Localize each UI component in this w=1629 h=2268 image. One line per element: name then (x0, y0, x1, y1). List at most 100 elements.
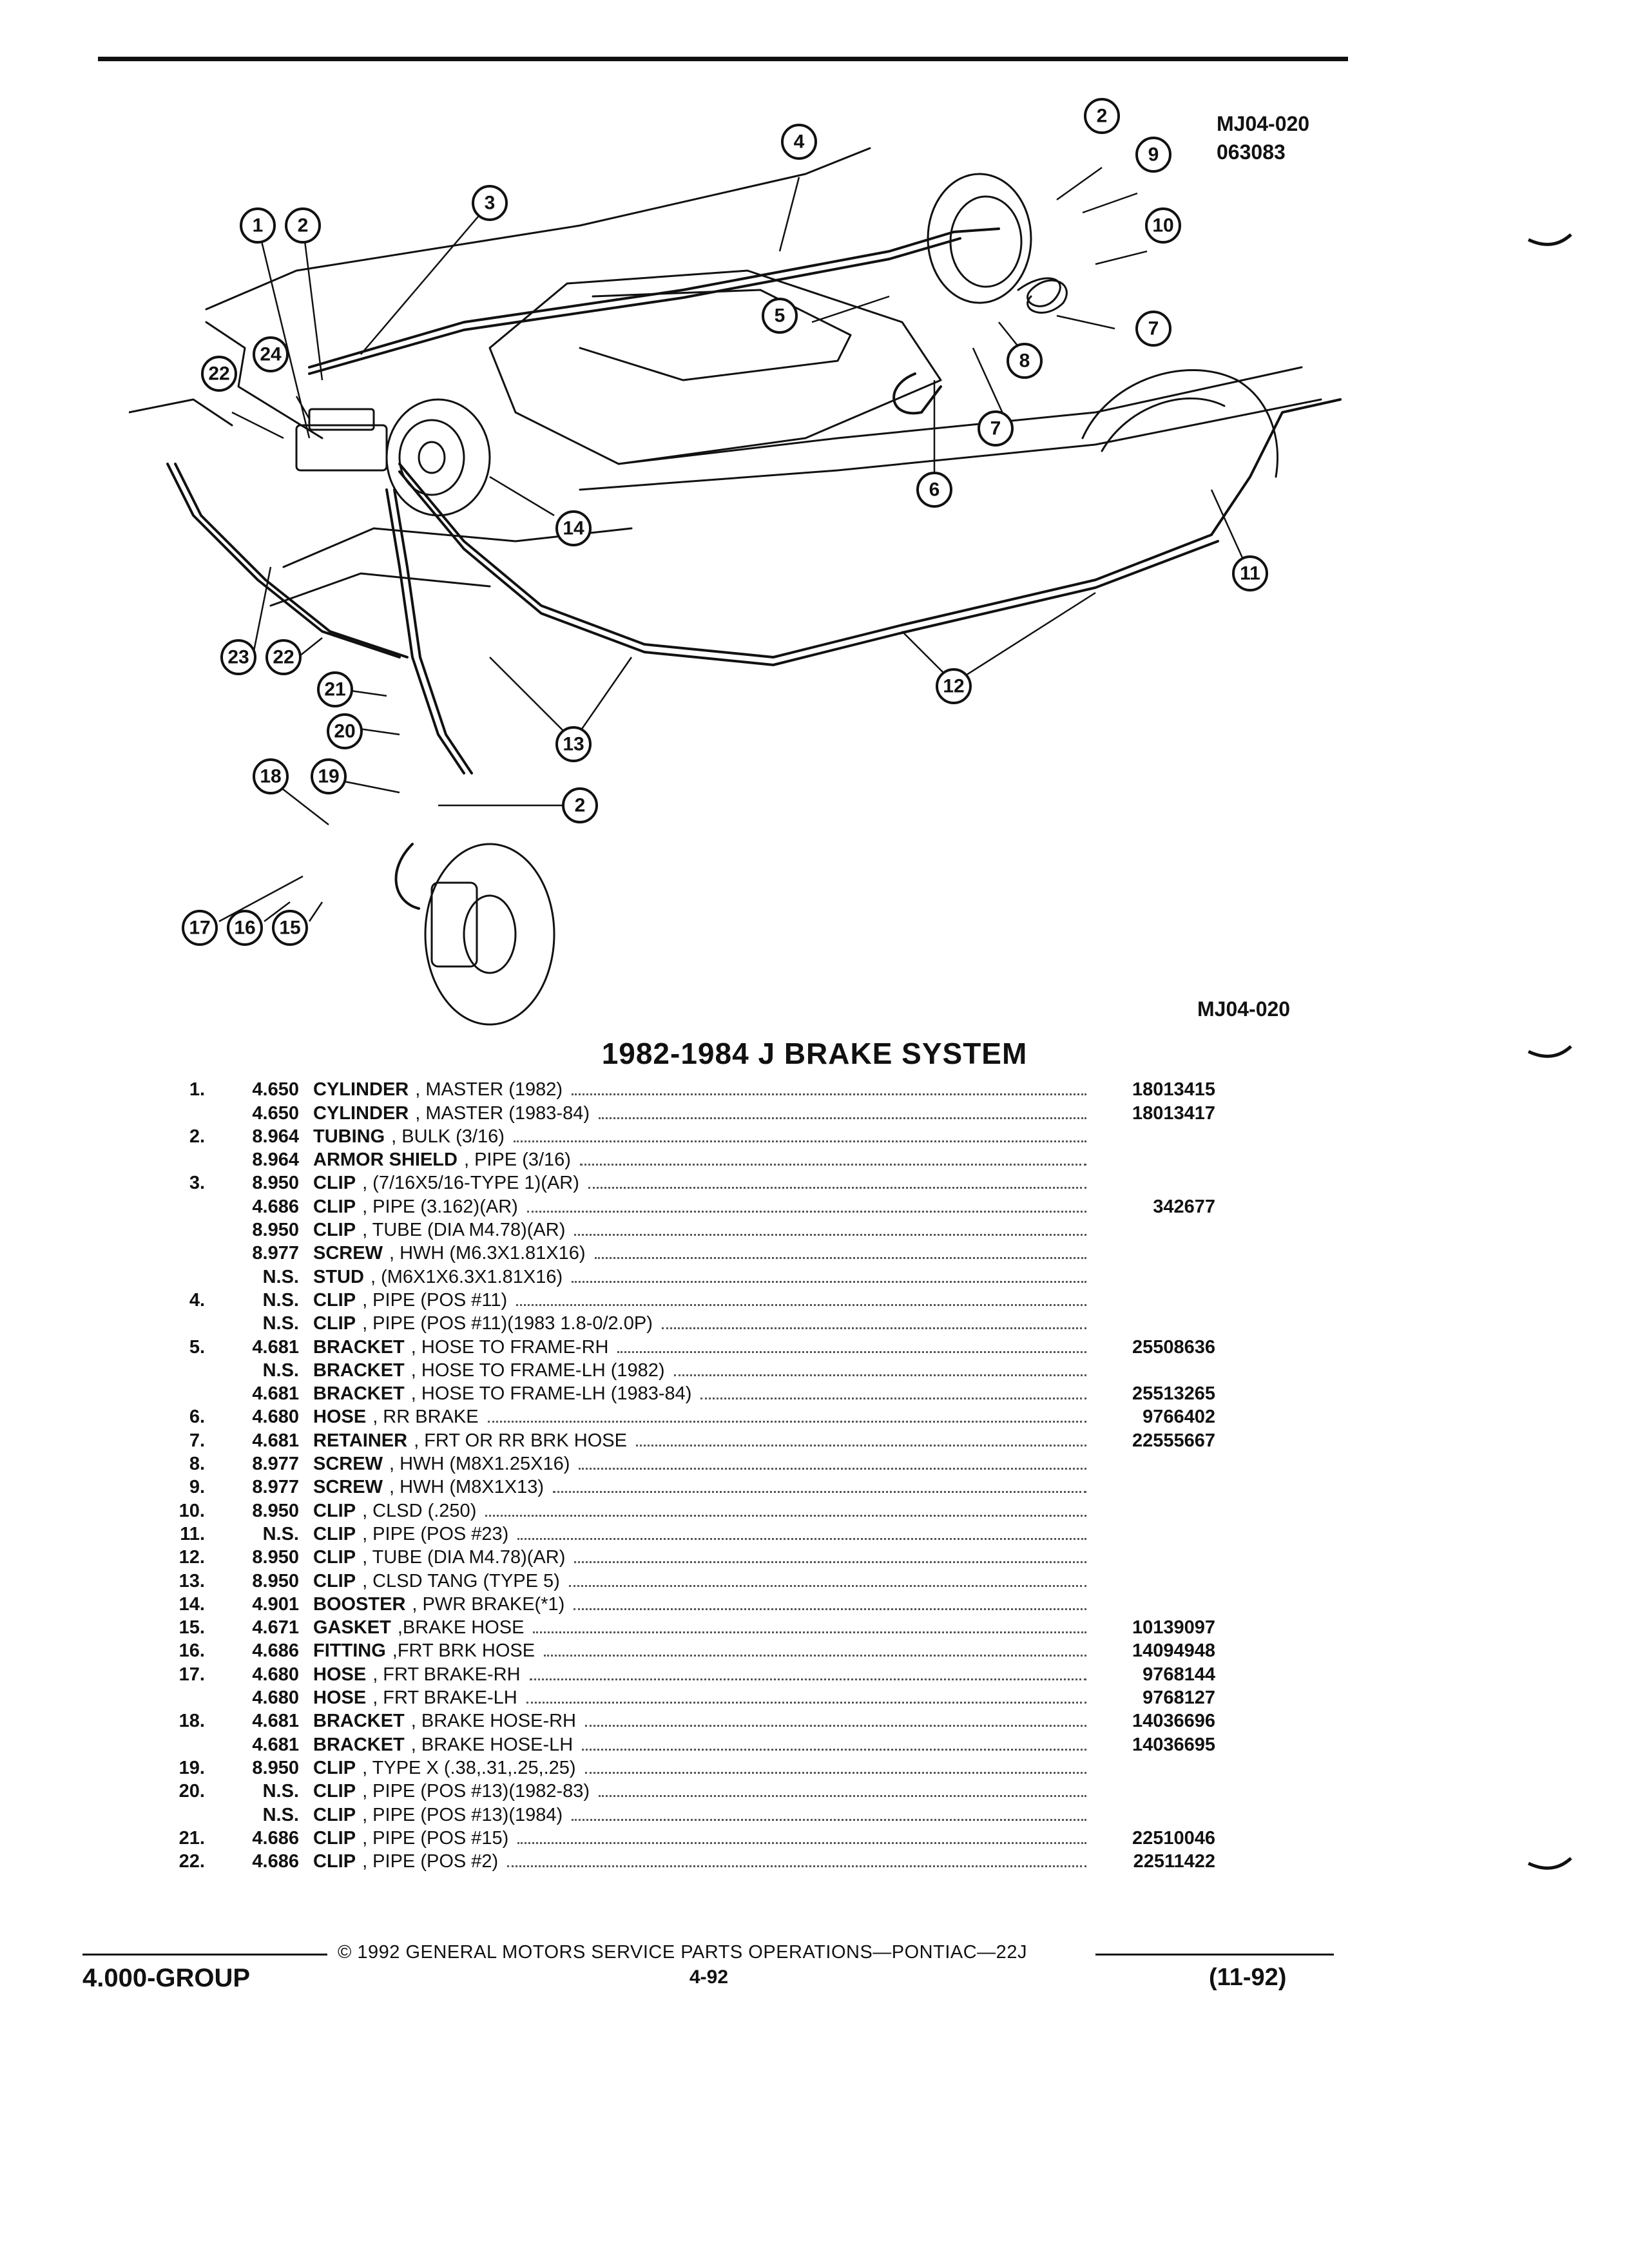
item-name: RETAINER (313, 1430, 408, 1451)
page-ref: 4.901 (252, 1593, 299, 1615)
part-number: 14094948 (1132, 1640, 1215, 1662)
leader-dots (544, 1655, 1086, 1657)
page-ref: 4.686 (252, 1851, 299, 1872)
item-desc: ,BRAKE HOSE (397, 1617, 525, 1639)
part-number: 22510046 (1132, 1827, 1215, 1849)
item-desc: , HOSE TO FRAME-RH (410, 1336, 609, 1358)
item-name: BRACKET (313, 1360, 405, 1381)
item-description: CLIP, PIPE (3.162)(AR) (299, 1196, 1093, 1218)
page-ref: 8.964 (252, 1149, 299, 1171)
page-ref: 8.950 (252, 1173, 299, 1194)
item-name: CYLINDER (313, 1102, 409, 1124)
item-desc: , RR BRAKE (372, 1407, 479, 1428)
item-desc: , PIPE (POS #11) (362, 1289, 508, 1311)
leader-dots (584, 1771, 1086, 1774)
callout: 22 (208, 363, 229, 385)
item-index: 7. (189, 1430, 205, 1451)
item-desc: , PIPE (POS #11)(1983 1.8-0/2.0P) (362, 1313, 653, 1334)
page-ref: N.S. (262, 1289, 299, 1311)
callout: 2 (1097, 106, 1108, 127)
leader-dots (572, 1093, 1086, 1096)
item-name: CLIP (313, 1547, 356, 1568)
item-name: BRACKET (313, 1336, 405, 1358)
callout: 13 (563, 734, 584, 755)
leader-dots (599, 1117, 1086, 1119)
leader-dots (574, 1608, 1086, 1610)
item-name: CYLINDER (313, 1079, 409, 1100)
callout: 22 (273, 647, 294, 668)
diagram-code-block: MJ04-020 063083 (1217, 110, 1309, 166)
item-desc: , PIPE (POS #13)(1984) (362, 1804, 563, 1825)
page-ref: 8.950 (252, 1570, 299, 1591)
page-ref: 4.681 (252, 1336, 299, 1358)
page-ref: 4.650 (252, 1079, 299, 1100)
page-ref: N.S. (262, 1266, 299, 1287)
callout: 24 (260, 344, 282, 365)
item-description: SCREW, HWH (M6.3X1.81X16) (299, 1242, 1093, 1264)
page-ref: 4.681 (252, 1430, 299, 1451)
brake-line (398, 470, 1219, 666)
item-index: 5. (189, 1336, 205, 1358)
page-ref: 4.686 (252, 1640, 299, 1662)
rear-wheel-arch-inner (1101, 397, 1226, 452)
callout: 23 (227, 647, 249, 668)
leader-dots (594, 1257, 1086, 1260)
item-description: BRACKET, HOSE TO FRAME-LH (1982) (299, 1360, 1093, 1381)
item-name: STUD (313, 1266, 364, 1287)
rear-wheel-arch (1081, 369, 1278, 478)
leader-dots (572, 1280, 1086, 1283)
callout: 5 (775, 305, 786, 327)
diagram-code-bottom: MJ04-020 (1197, 997, 1291, 1021)
item-desc: , PIPE (POS #2) (362, 1851, 499, 1872)
leader-dots (579, 1164, 1086, 1166)
leader-dots (507, 1865, 1086, 1868)
item-name: BRACKET (313, 1383, 405, 1405)
item-description: SCREW, HWH (M8X1X13) (299, 1476, 1093, 1498)
item-desc: , HWH (M8X1.25X16) (389, 1454, 570, 1475)
leader-dots (533, 1631, 1086, 1634)
item-description: CLIP, PIPE (POS #15) (299, 1827, 1093, 1849)
diagram-date-code: 063083 (1217, 140, 1286, 164)
item-name: CLIP (313, 1289, 356, 1311)
item-index: 6. (189, 1407, 205, 1428)
item-desc: , PIPE (3.162)(AR) (362, 1196, 518, 1217)
footer-group: 4.000-GROUP (82, 1964, 251, 1992)
item-desc: , PIPE (3/16) (463, 1149, 571, 1171)
callout: 2 (298, 215, 309, 236)
item-name: CLIP (313, 1570, 356, 1591)
item-name: SCREW (313, 1454, 383, 1475)
master-cylinder (295, 424, 388, 472)
callout: 7 (1148, 318, 1159, 340)
leader-dots (673, 1374, 1086, 1376)
callout: 6 (929, 479, 940, 501)
footer-rule-right (1095, 1954, 1334, 1956)
item-name: CLIP (313, 1827, 356, 1849)
item-name: HOSE (313, 1407, 367, 1428)
item-name: CLIP (313, 1313, 356, 1334)
item-name: ARMOR SHIELD (313, 1149, 458, 1171)
brake-line-front-left (166, 463, 401, 658)
power-booster (385, 398, 491, 517)
item-name: HOSE (313, 1664, 367, 1685)
front-rotor (424, 843, 555, 1026)
item-desc: , FRT BRAKE-LH (372, 1687, 517, 1709)
part-number: 14036695 (1132, 1734, 1215, 1755)
power-booster-face (398, 419, 465, 496)
callout: 1 (253, 215, 264, 236)
brake-line (308, 237, 961, 375)
item-description: BRACKET, HOSE TO FRAME-LH (1983-84) (299, 1383, 1093, 1405)
page-ref: N.S. (262, 1804, 299, 1825)
part-number: 22555667 (1132, 1430, 1215, 1451)
leader-dots (529, 1678, 1086, 1680)
item-index: 19. (178, 1757, 205, 1778)
item-name: CLIP (313, 1781, 356, 1802)
part-number: 9768127 (1142, 1687, 1215, 1709)
item-name: TUBING (313, 1126, 385, 1147)
part-number: 9768144 (1142, 1664, 1215, 1685)
page-ref: 4.671 (252, 1617, 299, 1639)
